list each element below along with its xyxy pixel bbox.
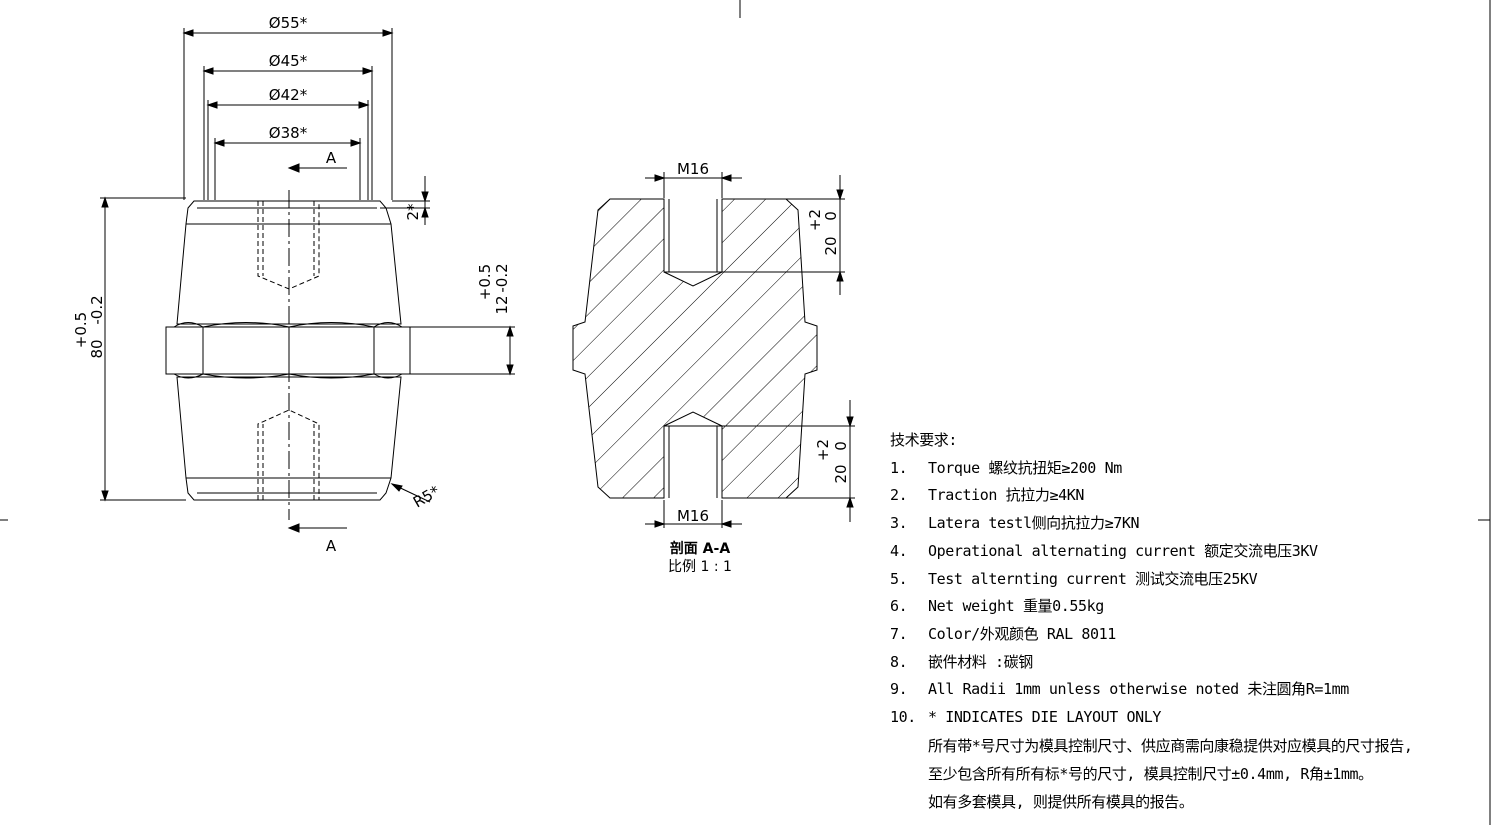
note-text: Torque 螺纹抗扭矩≥200 Nm (928, 458, 1122, 477)
note-item: 9. All Radii 1mm unless otherwise noted 未… (890, 676, 1490, 704)
note-number: 6. (890, 597, 908, 616)
dim-d55: Ø55* (269, 14, 308, 32)
note-text: All Radii 1mm unless otherwise noted 未注圆… (928, 680, 1349, 699)
note-text: Net weight 重量0.55kg (928, 597, 1104, 616)
note-item: 10. * INDICATES DIE LAYOUT ONLY (890, 704, 1490, 732)
section-dimension-text: M16 M16 20 +2 0 20 +2 0 (677, 160, 850, 525)
note-text: Color/外观颜色 RAL 8011 (928, 624, 1116, 643)
note-text: Test alternting current 测试交流电压25KV (928, 569, 1258, 588)
dim-d45: Ø45* (269, 52, 308, 70)
note-number: 7. (890, 624, 908, 643)
thread-bottom-label: M16 (677, 507, 709, 525)
depth-bottom-value: 20 (832, 464, 850, 483)
section-caption: 剖面 A-A 比例 1 : 1 (640, 540, 760, 576)
note-text: 嵌件材料 :碳钢 (928, 652, 1033, 671)
dim-80-tol-upper: +0.5 (72, 312, 90, 348)
note-item: 4. Operational alternating current 额定交流电压… (890, 538, 1490, 566)
front-view (165, 190, 411, 520)
thread-top-label: M16 (677, 160, 709, 178)
dim-d42: Ø42* (269, 86, 308, 104)
dim-2: 2* (404, 203, 422, 221)
note-text: Operational alternating current 额定交流电压3K… (928, 541, 1318, 560)
depth-top-tol-lower: 0 (822, 211, 840, 221)
note-number: 2. (890, 486, 908, 505)
note-number: 5. (890, 569, 908, 588)
section-marker-top: A (326, 149, 337, 167)
technical-notes: 技术要求: 1. Torque 螺纹抗扭矩≥200 Nm 2. Traction 抗… (890, 427, 1490, 816)
note-continuation: 至少包含所有所有标*号的尺寸, 模具控制尺寸±0.4mm, R角±1mm。 (928, 764, 1373, 783)
front-dimension-text: Ø55* Ø45* Ø42* Ø38* A A 2* 80 +0.5 -0.2 … (72, 14, 511, 555)
section-title: 剖面 A-A (669, 541, 731, 557)
dim-12-tol-upper: +0.5 (476, 264, 494, 300)
note-text: Latera testl侧向抗拉力≥7KN (928, 514, 1140, 533)
note-text: * INDICATES DIE LAYOUT ONLY (928, 708, 1162, 727)
note-number: 4. (890, 541, 908, 560)
section-view (572, 198, 818, 499)
section-dimensions (645, 172, 855, 528)
radius-label: R5* (410, 482, 443, 512)
note-item: 8. 嵌件材料 :碳钢 (890, 649, 1490, 677)
note-number: 1. (890, 458, 908, 477)
section-marker-bottom: A (326, 537, 337, 555)
note-item: 1. Torque 螺纹抗扭矩≥200 Nm (890, 455, 1490, 483)
depth-top-value: 20 (822, 236, 840, 255)
note-item: 6. Net weight 重量0.55kg (890, 593, 1490, 621)
notes-heading: 技术要求: (890, 431, 958, 449)
depth-bottom-tol-lower: 0 (832, 441, 850, 451)
section-scale: 比例 1 : 1 (668, 559, 732, 575)
note-text: Traction 抗拉力≥4KN (928, 486, 1085, 505)
note-continuation: 所有带*号尺寸为模具控制尺寸、供应商需向康稳提供对应模具的尺寸报告, (928, 736, 1413, 755)
dim-12: 12 (493, 295, 511, 314)
dim-80: 80 (88, 339, 106, 358)
depth-bottom-tol-upper: +2 (814, 439, 832, 461)
note-number: 10. (890, 708, 916, 727)
note-item: 5. Test alternting current 测试交流电压25KV (890, 566, 1490, 594)
note-item: 7. Color/外观颜色 RAL 8011 (890, 621, 1490, 649)
note-item: 2. Traction 抗拉力≥4KN (890, 482, 1490, 510)
note-number: 8. (890, 652, 908, 671)
note-number: 9. (890, 680, 908, 699)
depth-top-tol-upper: +2 (806, 209, 824, 231)
front-dimensions (100, 28, 515, 533)
dim-d38: Ø38* (269, 124, 308, 142)
note-item: 3. Latera testl侧向抗拉力≥7KN (890, 510, 1490, 538)
dim-12-tol-lower: -0.2 (493, 263, 511, 292)
note-continuation: 如有多套模具, 则提供所有模具的报告。 (928, 792, 1194, 811)
dim-80-tol-lower: -0.2 (88, 295, 106, 324)
note-number: 3. (890, 514, 908, 533)
